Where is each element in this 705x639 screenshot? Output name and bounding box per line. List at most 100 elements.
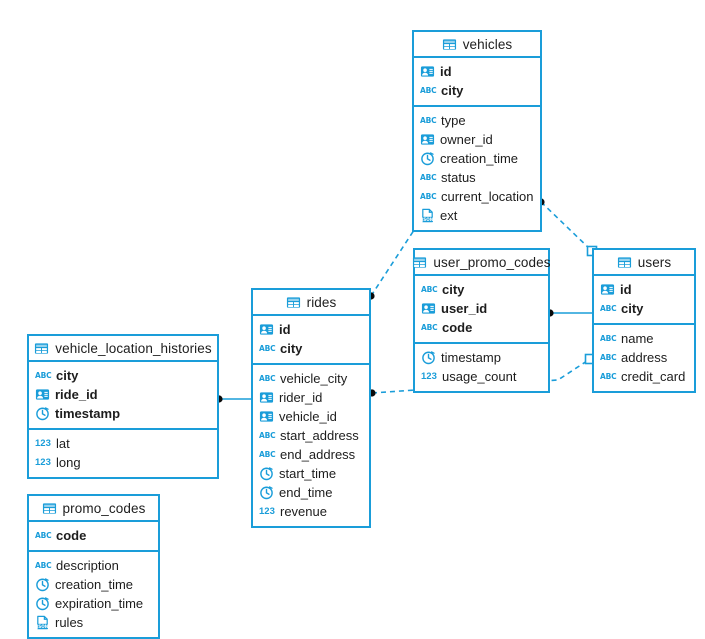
string-type-icon: ABC bbox=[600, 353, 617, 362]
field-label: vehicle_id bbox=[279, 409, 337, 424]
field-row-timestamp[interactable]: timestamp bbox=[29, 404, 217, 423]
field-row-creation_time[interactable]: creation_time bbox=[29, 575, 158, 594]
field-label: vehicle_city bbox=[280, 371, 348, 386]
field-label: ride_id bbox=[55, 387, 98, 402]
uuid-type-icon bbox=[35, 387, 50, 402]
string-type-icon: ABC bbox=[259, 450, 276, 459]
field-label: description bbox=[56, 558, 119, 573]
field-label: city bbox=[280, 341, 303, 356]
field-row-owner_id[interactable]: owner_id bbox=[414, 130, 540, 149]
string-type-icon: ABC bbox=[600, 372, 617, 381]
timestamp-type-icon bbox=[259, 466, 274, 481]
table-header-user_promo_codes[interactable]: user_promo_codes bbox=[412, 250, 550, 276]
table-header-promo_codes[interactable]: promo_codes bbox=[29, 496, 158, 522]
field-label: usage_count bbox=[442, 369, 517, 384]
field-row-end_address[interactable]: ABC end_address bbox=[253, 445, 369, 464]
number-type-icon: 123 bbox=[35, 457, 51, 468]
field-row-creation_time[interactable]: creation_time bbox=[414, 149, 540, 168]
field-row-start_time[interactable]: start_time bbox=[253, 464, 369, 483]
svg-text:JSON: JSON bbox=[36, 624, 49, 629]
field-row-ride_id[interactable]: ride_id bbox=[29, 385, 217, 404]
field-label: owner_id bbox=[440, 132, 493, 147]
string-type-icon: ABC bbox=[421, 285, 438, 294]
timestamp-type-icon bbox=[35, 406, 50, 421]
field-label: current_location bbox=[441, 189, 534, 204]
uuid-type-icon bbox=[421, 301, 436, 316]
table-grid-icon bbox=[412, 255, 427, 270]
field-label: id bbox=[440, 64, 452, 79]
field-label: end_address bbox=[280, 447, 356, 462]
field-label: user_id bbox=[441, 301, 488, 316]
table-header-users[interactable]: users bbox=[594, 250, 694, 276]
string-type-icon: ABC bbox=[259, 374, 276, 383]
string-type-icon: ABC bbox=[420, 116, 437, 125]
uuid-type-icon bbox=[259, 390, 274, 405]
field-row-vehicle_city[interactable]: ABC vehicle_city bbox=[253, 369, 369, 388]
string-type-icon: ABC bbox=[600, 334, 617, 343]
field-row-timestamp[interactable]: timestamp bbox=[415, 348, 548, 367]
field-row-id[interactable]: id bbox=[253, 320, 369, 339]
uuid-type-icon bbox=[420, 64, 435, 79]
field-row-id[interactable]: id bbox=[414, 62, 540, 81]
field-row-end_time[interactable]: end_time bbox=[253, 483, 369, 502]
string-type-icon: ABC bbox=[35, 531, 52, 540]
field-row-vehicle_id[interactable]: vehicle_id bbox=[253, 407, 369, 426]
string-type-icon: ABC bbox=[35, 371, 52, 380]
field-row-code[interactable]: ABC code bbox=[29, 526, 158, 545]
field-label: start_address bbox=[280, 428, 359, 443]
timestamp-type-icon bbox=[259, 485, 274, 500]
field-row-id[interactable]: id bbox=[594, 280, 694, 299]
field-row-expiration_time[interactable]: expiration_time bbox=[29, 594, 158, 613]
field-row-type[interactable]: ABC type bbox=[414, 111, 540, 130]
field-label: city bbox=[441, 83, 464, 98]
field-label: code bbox=[56, 528, 87, 543]
table-header-rides[interactable]: rides bbox=[253, 290, 369, 316]
json-type-icon: JSON bbox=[420, 208, 435, 223]
field-row-user_id[interactable]: user_id bbox=[415, 299, 548, 318]
field-label: lat bbox=[56, 436, 70, 451]
table-title: promo_codes bbox=[62, 500, 146, 516]
field-label: status bbox=[441, 170, 476, 185]
field-row-rider_id[interactable]: rider_id bbox=[253, 388, 369, 407]
field-label: revenue bbox=[280, 504, 327, 519]
table-header-vehicles[interactable]: vehicles bbox=[414, 32, 540, 58]
field-label: type bbox=[441, 113, 466, 128]
table-header-vehicle_location_histories[interactable]: vehicle_location_histories bbox=[29, 336, 217, 362]
field-label: code bbox=[442, 320, 473, 335]
table-title: users bbox=[637, 254, 672, 270]
json-type-icon: JSON bbox=[35, 615, 50, 630]
svg-text:JSON: JSON bbox=[421, 217, 434, 222]
